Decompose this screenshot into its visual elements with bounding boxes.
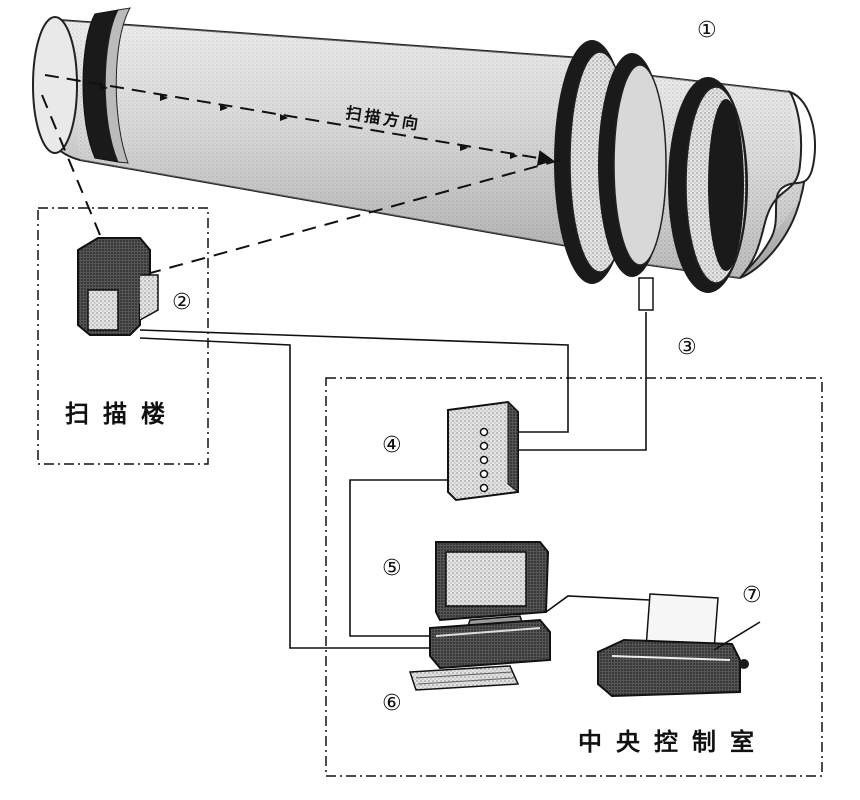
computer-monitor: [435, 541, 550, 633]
scan-building-label: 扫描楼: [65, 400, 179, 428]
kiln-right-tyre-ring: [668, 77, 748, 293]
kiln-body-texture: [60, 20, 610, 250]
kiln-middle-tyre-ring: [554, 40, 667, 284]
marker-3: ③: [677, 335, 697, 360]
control-room-box: [325, 377, 823, 777]
kiln-left-tyre-ring-edge: [104, 7, 131, 164]
marker-6: ⑥: [382, 691, 402, 716]
scan-direction-arrow: [44, 74, 554, 166]
marker-7: ⑦: [742, 583, 762, 608]
infrared-scanner: [77, 237, 159, 336]
printer: [597, 593, 749, 698]
computer-base-unit: [429, 618, 551, 670]
marker-2: ②: [172, 290, 192, 315]
shell-sensor: [638, 277, 654, 311]
scan-building-box: [37, 207, 209, 465]
marker-5: ⑤: [382, 556, 402, 581]
scanner-view-lines: [41, 94, 561, 281]
marker-4: ④: [382, 433, 402, 458]
scan-direction-ticks: [100, 84, 518, 159]
control-room-label: 中央控制室: [578, 728, 768, 756]
kiln-open-end: [739, 90, 816, 279]
kiln-left-end: [32, 16, 78, 154]
rotary-kiln: 扫描方向: [32, 7, 816, 293]
connection-cables: [139, 312, 761, 651]
keyboard: [408, 665, 520, 691]
signal-processor-cabinet: [447, 400, 519, 502]
marker-1: ①: [697, 18, 717, 43]
number-markers: ① ② ③ ④ ⑤ ⑥ ⑦: [172, 18, 762, 716]
